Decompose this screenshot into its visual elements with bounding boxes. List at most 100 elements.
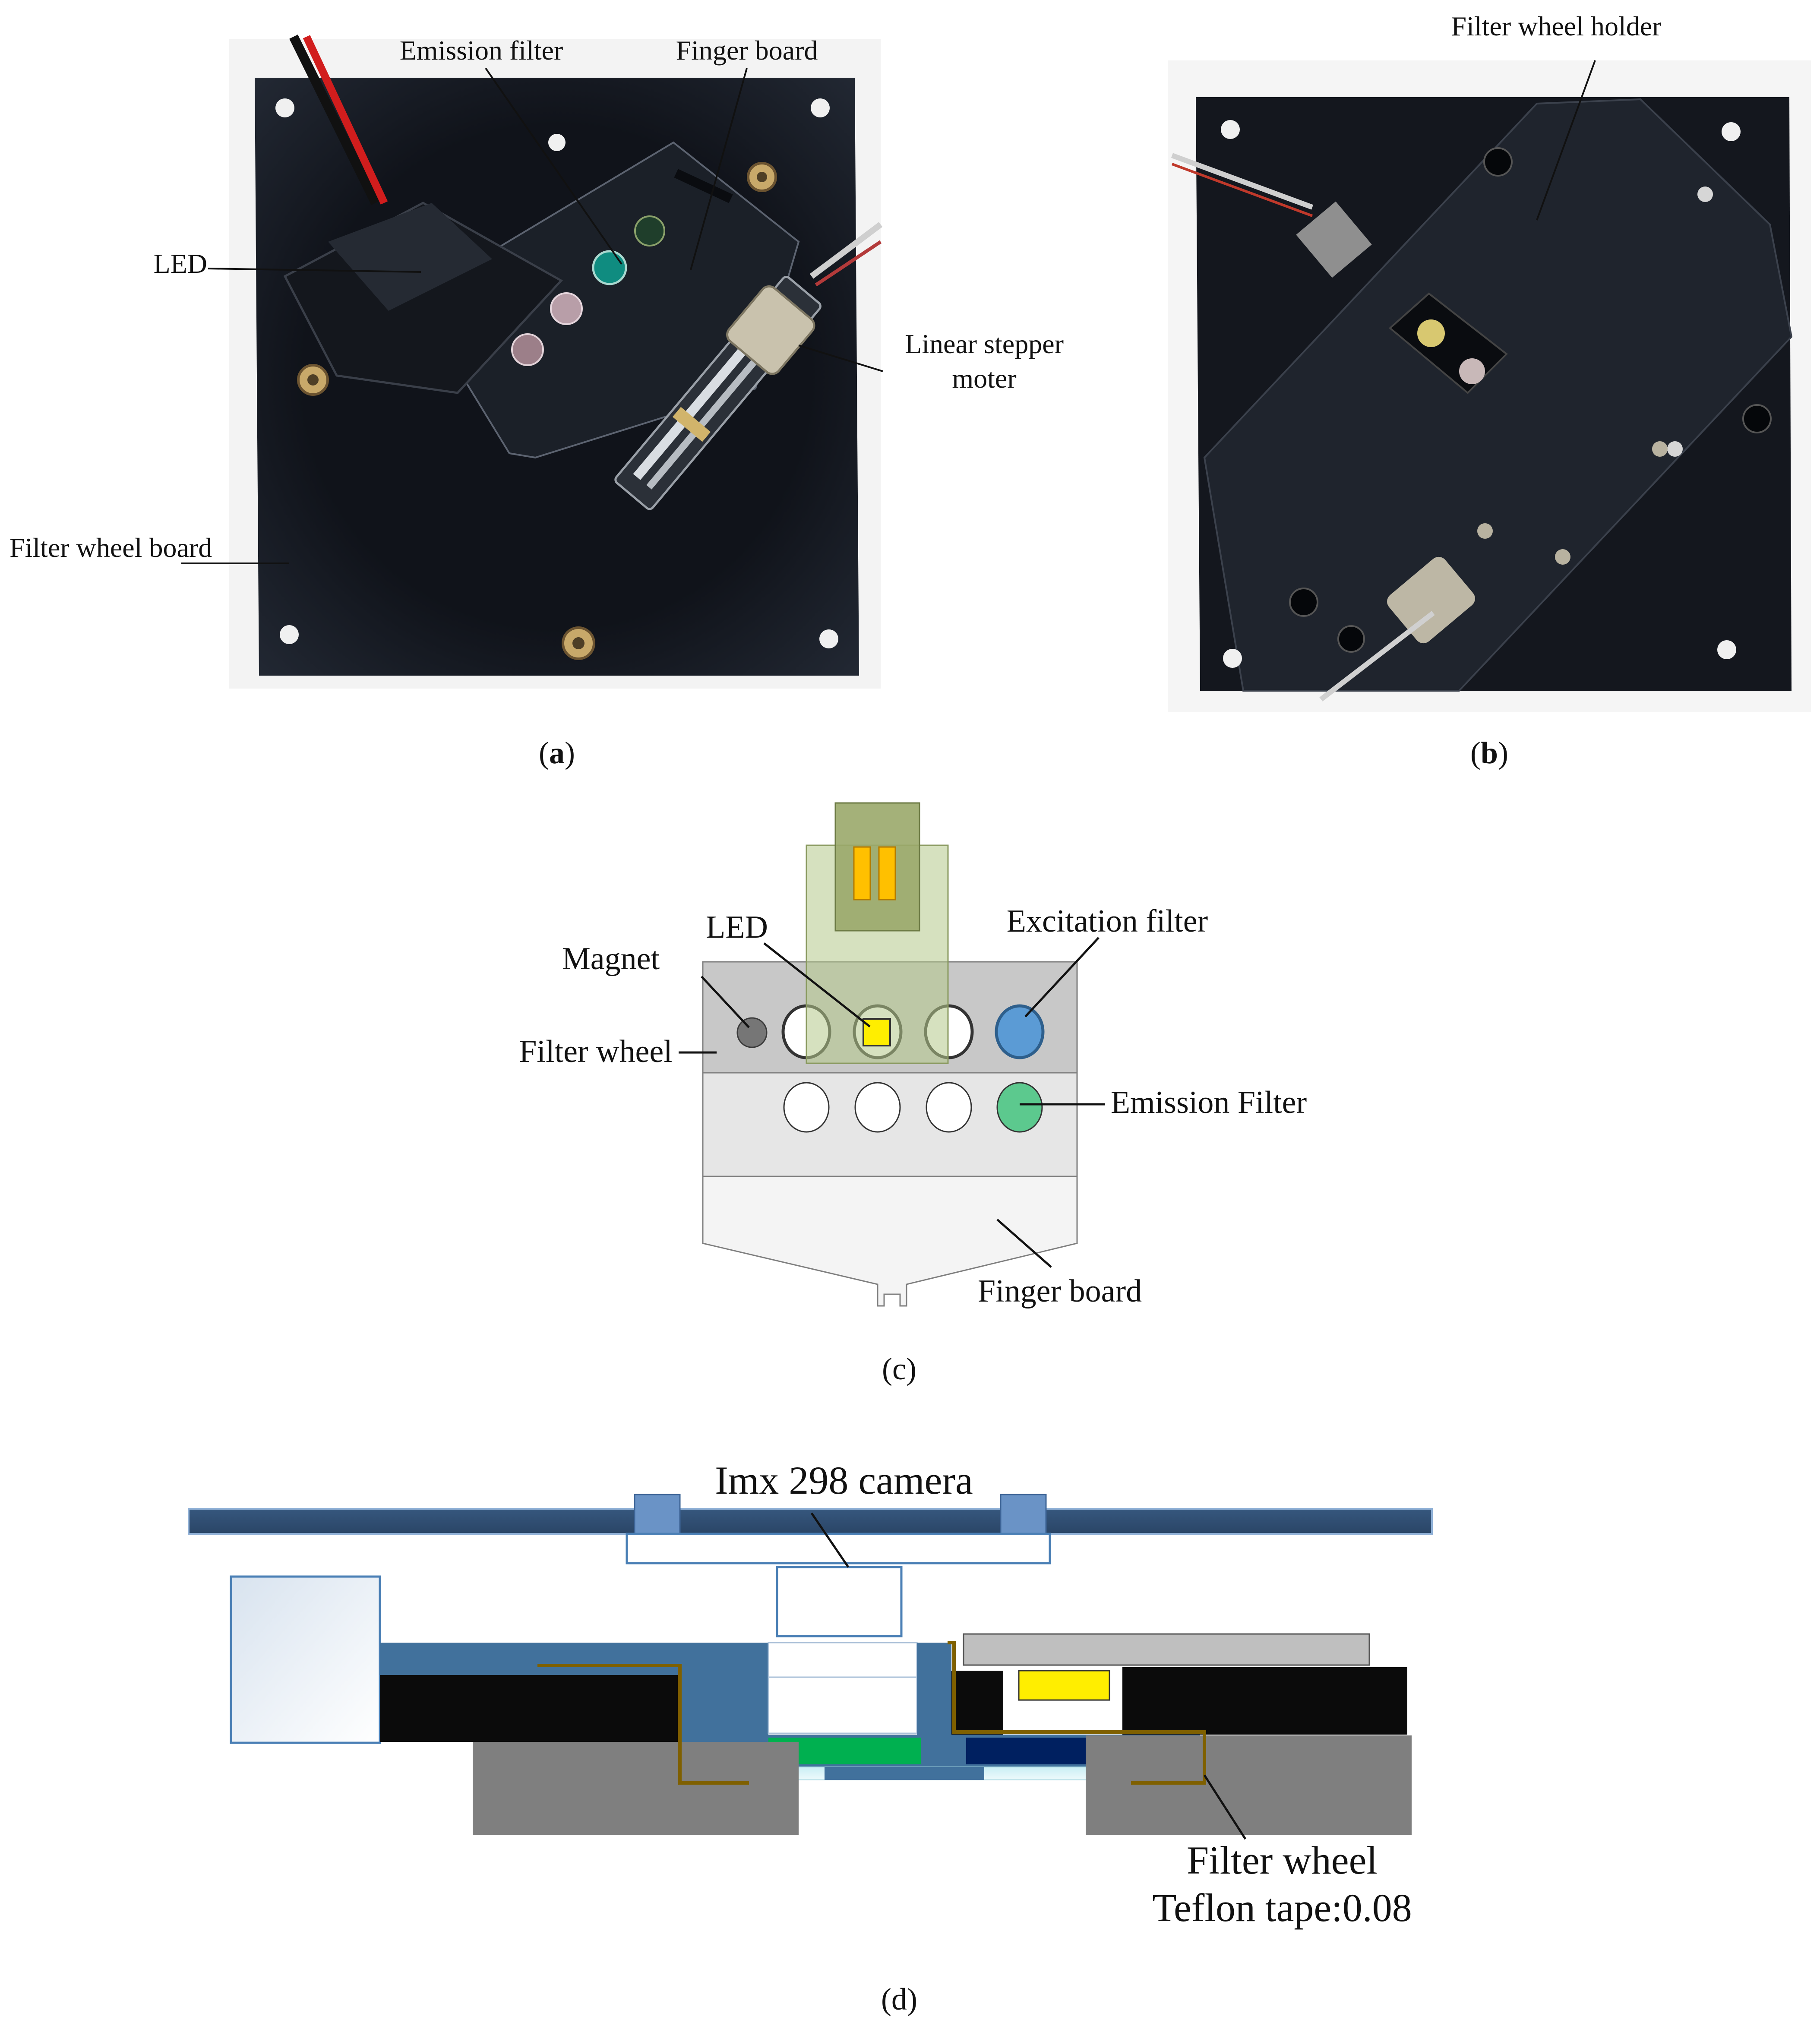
small-nut xyxy=(1652,441,1668,457)
emission-filter xyxy=(996,1082,1043,1133)
small-nut xyxy=(1555,549,1570,565)
caption-c: (c) xyxy=(882,1352,916,1386)
mounting-hole xyxy=(1667,441,1683,457)
black-plate-left xyxy=(380,1675,678,1742)
label-excitation-filter: Excitation filter xyxy=(1007,904,1208,939)
rail-post xyxy=(634,1494,681,1539)
stepper-motor-end xyxy=(1387,556,1475,644)
camera-lens xyxy=(776,1566,903,1637)
mounting-hole xyxy=(1717,640,1736,659)
leader-line xyxy=(1024,937,1100,1018)
leader-line xyxy=(996,1219,1052,1268)
stepper-connector xyxy=(834,802,920,932)
led-chip xyxy=(863,1018,891,1046)
label-finger-board: Finger board xyxy=(676,35,818,66)
optical-window xyxy=(768,1642,918,1734)
gray-base-right xyxy=(1086,1735,1412,1835)
leader-line xyxy=(690,68,748,270)
panel-b-photo xyxy=(1168,60,1811,712)
label-linear-stepper-2: moter xyxy=(952,363,1016,394)
leader-line xyxy=(798,344,883,372)
finger-board xyxy=(702,1176,1078,1307)
panel-c-labels: LED Excitation filter Magnet Filter whee… xyxy=(519,904,1307,1386)
small-nut xyxy=(1477,523,1493,539)
panel-d-section xyxy=(188,1494,1433,1835)
filter-disc-pink xyxy=(1459,358,1485,384)
led-wire-red xyxy=(303,35,388,205)
mounting-hole xyxy=(1223,649,1242,668)
contact-pin xyxy=(853,846,871,901)
wire xyxy=(1319,611,1435,702)
black-plate-mid xyxy=(951,1671,1003,1735)
label-filter-wheel-holder: Filter wheel holder xyxy=(1451,11,1662,41)
emission-filter-hole xyxy=(592,250,627,285)
holder-body-mid xyxy=(917,1643,951,1742)
wire xyxy=(1171,163,1313,217)
caption-d: (d) xyxy=(881,1982,917,2016)
mounting-hole xyxy=(1697,186,1713,202)
emission-hole xyxy=(854,1082,901,1133)
leader-line xyxy=(1536,60,1596,221)
linear-stepper-motor xyxy=(614,275,822,510)
leader-line xyxy=(763,942,871,1027)
led-wire-black xyxy=(289,35,380,205)
led-chip-d xyxy=(1018,1670,1110,1701)
screw-head xyxy=(1742,404,1772,433)
panel-b-labels: Filter wheel holder (b) xyxy=(1451,11,1662,770)
mounting-hole xyxy=(811,98,830,117)
side-housing xyxy=(230,1575,381,1744)
rail-post xyxy=(1000,1494,1047,1539)
mounting-hole xyxy=(280,625,299,644)
emission-hole xyxy=(783,1082,830,1133)
brass-nut-core xyxy=(307,374,319,386)
stepper-rod xyxy=(646,346,768,490)
magnet xyxy=(736,1017,768,1048)
filter-disc-yellow xyxy=(1417,319,1445,347)
mounting-hole xyxy=(548,134,566,151)
mounting-hole xyxy=(1221,120,1240,139)
gray-base-left xyxy=(473,1742,799,1835)
camera-board xyxy=(626,1533,1051,1564)
led-connector xyxy=(1296,201,1372,278)
leader-line xyxy=(485,67,622,265)
label-emission-filter: Emission filter xyxy=(400,35,563,66)
label-led: LED xyxy=(154,248,207,279)
stepper-rod xyxy=(633,335,757,480)
leader-line xyxy=(701,976,750,1028)
motor-wire xyxy=(809,222,883,279)
contact-pin xyxy=(878,846,896,901)
teflon-tape-right xyxy=(948,1641,1206,1785)
mounting-hole xyxy=(819,629,838,648)
label-strip xyxy=(674,169,733,203)
mounting-hole xyxy=(1722,122,1741,141)
filter-wheel-holder xyxy=(1203,98,1793,692)
leader-line xyxy=(1203,1774,1247,1840)
gray-cover xyxy=(963,1633,1370,1666)
label-linear-stepper-1: Linear stepper xyxy=(905,329,1064,359)
filter-hole xyxy=(511,333,544,366)
filter-hole xyxy=(634,215,665,247)
label-camera: Imx 298 camera xyxy=(715,1458,973,1502)
label-magnet: Magnet xyxy=(562,941,660,977)
screw-head xyxy=(1337,625,1365,653)
window-spacer xyxy=(825,1767,984,1780)
filter-hole xyxy=(550,292,583,325)
screw-head xyxy=(1483,147,1513,177)
label-finger-board-c: Finger board xyxy=(978,1274,1142,1309)
panel-c-schematic xyxy=(702,802,1078,1307)
brass-nut-core xyxy=(757,172,767,182)
label-filter-wheel-d: Filter wheel xyxy=(1187,1838,1378,1882)
label-filter-wheel-board: Filter wheel board xyxy=(9,532,212,563)
led-housing-top xyxy=(328,203,492,311)
emission-hole xyxy=(926,1082,972,1133)
teflon-tape-left xyxy=(537,1664,749,1785)
label-led-c: LED xyxy=(706,910,768,945)
brass-nut-core xyxy=(572,637,585,649)
panel-a-labels: Emission filter Finger board LED Linear … xyxy=(9,35,1064,770)
leader-line xyxy=(208,268,421,273)
leader-line xyxy=(810,1512,850,1568)
caption-b: (b) xyxy=(1470,736,1508,770)
wire xyxy=(1171,153,1314,210)
black-plate-right xyxy=(1122,1667,1407,1735)
